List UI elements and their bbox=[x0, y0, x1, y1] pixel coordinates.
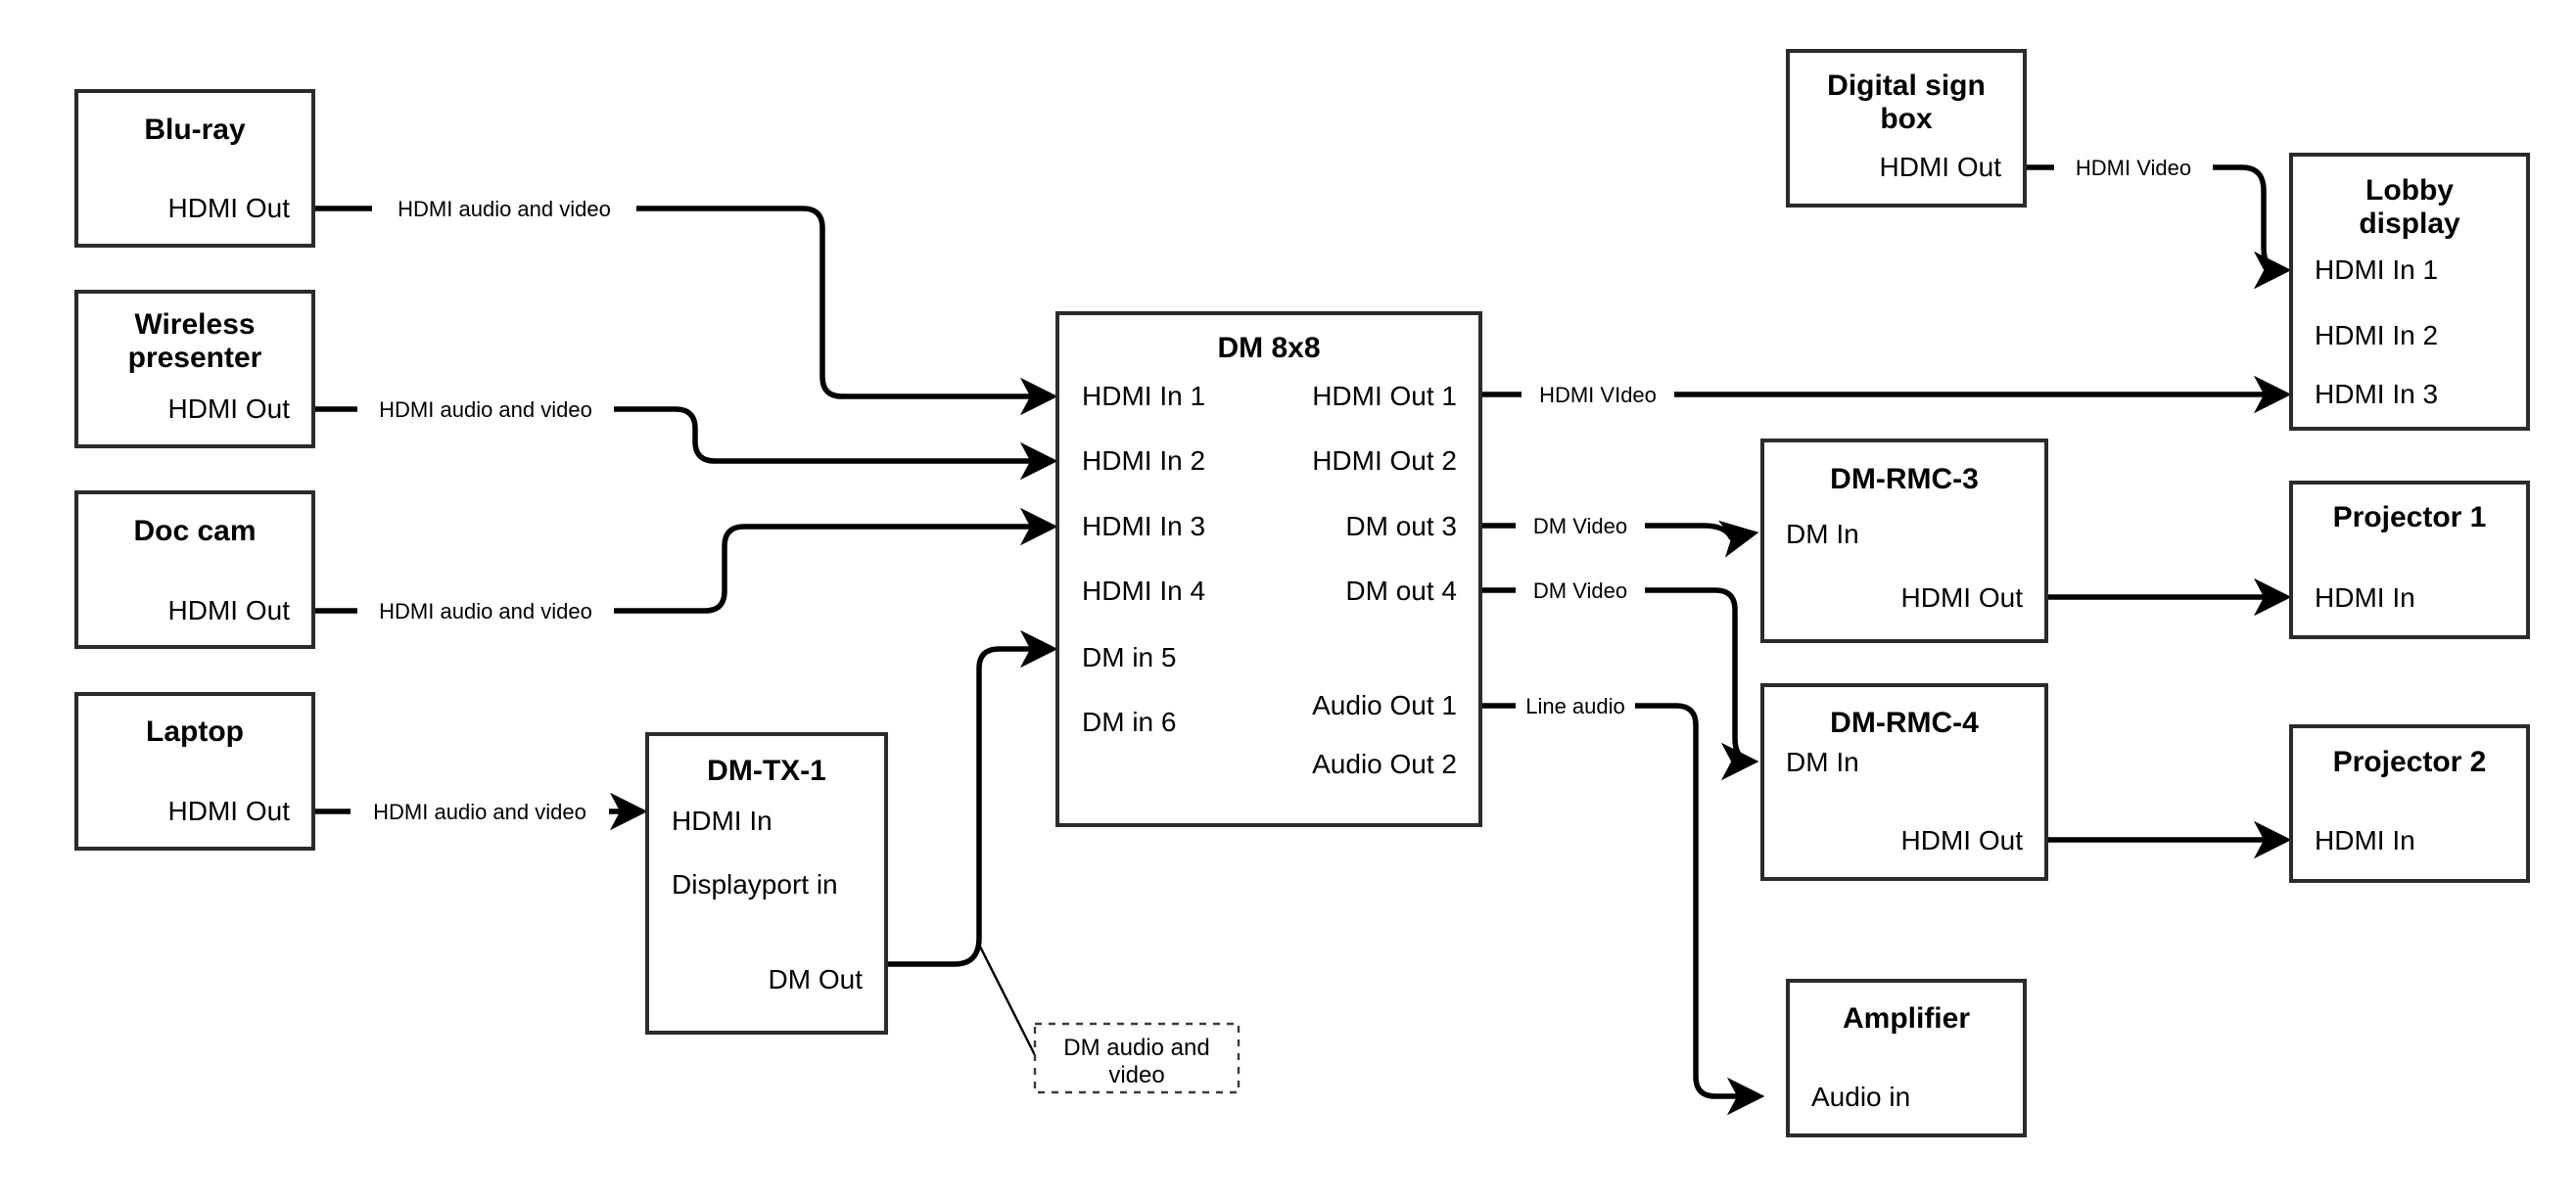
edge-label-bluray: HDMI audio and video bbox=[372, 192, 636, 223]
node-dm-rmc-4[interactable]: DM-RMC-4 DM In HDMI Out bbox=[1760, 683, 2048, 881]
node-dm8x8-output-hdmi-out-2: HDMI Out 2 bbox=[1312, 445, 1457, 476]
edge-sign-to-lobby bbox=[2025, 164, 2285, 270]
node-amplifier[interactable]: Amplifier Audio in bbox=[1786, 979, 2027, 1137]
node-projector-2[interactable]: Projector 2 HDMI In bbox=[2289, 724, 2530, 883]
node-dm8x8-input-dm-in-6: DM in 6 bbox=[1082, 707, 1176, 737]
node-projector2-port-hdmi-in: HDMI In bbox=[2315, 825, 2415, 855]
node-wireless-title-line2: presenter bbox=[128, 342, 262, 374]
node-dm8x8-output-hdmi-out-1: HDMI Out 1 bbox=[1312, 381, 1457, 411]
node-dm8x8-output-audio-out-1: Audio Out 1 bbox=[1312, 690, 1457, 720]
node-amplifier-title: Amplifier bbox=[1843, 1002, 1970, 1035]
node-dmrmc3-title: DM-RMC-3 bbox=[1830, 463, 1979, 495]
node-bluray-title: Blu-ray bbox=[144, 114, 246, 146]
node-projector1-title: Projector 1 bbox=[2333, 501, 2487, 533]
edge-dm8x8-out4-to-dmrmc4 bbox=[1480, 587, 1753, 762]
edge-label-dm-out4-text: DM Video bbox=[1533, 578, 1627, 603]
edge-label-dm-out3: DM Video bbox=[1516, 509, 1645, 540]
callout-line2: video bbox=[1108, 1062, 1164, 1088]
node-digitalsign-port-hdmi-out: HDMI Out bbox=[1880, 152, 2002, 182]
edge-label-wireless-text: HDMI audio and video bbox=[379, 397, 592, 422]
edge-label-dm-out1-text: HDMI VIdeo bbox=[1539, 383, 1657, 407]
node-dm8x8-output-dm-out-3: DM out 3 bbox=[1345, 511, 1457, 541]
node-projector1-port-hdmi-in: HDMI In bbox=[2315, 582, 2415, 613]
node-digitalsign-title-line1: Digital sign bbox=[1827, 69, 1986, 102]
node-dm8x8-title: DM 8x8 bbox=[1217, 332, 1320, 364]
node-lobby-port-hdmi-in-2: HDMI In 2 bbox=[2315, 320, 2438, 350]
callout-leader-line bbox=[977, 944, 1037, 1056]
node-dmrmc3-port-dm-in: DM In bbox=[1786, 519, 1859, 549]
node-projector-1[interactable]: Projector 1 HDMI In bbox=[2289, 481, 2530, 639]
node-dm8x8-output-audio-out-2: Audio Out 2 bbox=[1312, 749, 1457, 779]
node-lobby-port-hdmi-in-3: HDMI In 3 bbox=[2315, 379, 2438, 409]
node-amplifier-port-audio-in: Audio in bbox=[1811, 1082, 1910, 1112]
edge-doccam-to-dm8x8 bbox=[313, 527, 1052, 614]
node-dmtx1-port-displayport-in: Displayport in bbox=[672, 869, 838, 900]
node-bluray[interactable]: Blu-ray HDMI Out bbox=[74, 89, 315, 248]
callout-dm-audio-and-video: DM audio and video bbox=[1033, 1022, 1241, 1094]
node-dmrmc4-port-hdmi-out: HDMI Out bbox=[1901, 825, 2024, 855]
node-doc-cam[interactable]: Doc cam HDMI Out bbox=[74, 490, 315, 649]
edge-label-line-audio: Line audio bbox=[1516, 689, 1635, 720]
node-wireless-title-line1: Wireless bbox=[134, 308, 255, 341]
node-dmrmc4-title: DM-RMC-4 bbox=[1830, 707, 1979, 739]
edge-label-laptop: HDMI audio and video bbox=[351, 795, 609, 826]
edge-label-doccam: HDMI audio and video bbox=[357, 594, 614, 625]
node-dm-8x8[interactable]: DM 8x8 HDMI In 1 HDMI In 2 HDMI In 3 HDM… bbox=[1055, 311, 1482, 827]
node-digital-sign-box[interactable]: Digital sign box HDMI Out bbox=[1786, 49, 2027, 208]
node-dm8x8-input-hdmi-in-4: HDMI In 4 bbox=[1082, 576, 1205, 606]
node-dm8x8-input-hdmi-in-1: HDMI In 1 bbox=[1082, 381, 1205, 411]
edge-label-sign-to-lobby-text: HDMI Video bbox=[2076, 156, 2191, 180]
node-dmtx1-title: DM-TX-1 bbox=[707, 755, 826, 787]
node-laptop-title: Laptop bbox=[146, 716, 244, 748]
node-dm8x8-input-hdmi-in-3: HDMI In 3 bbox=[1082, 511, 1205, 541]
edge-label-dm-out4: DM Video bbox=[1516, 574, 1645, 605]
node-lobby-port-hdmi-in-1: HDMI In 1 bbox=[2315, 254, 2438, 285]
edge-label-line-audio-text: Line audio bbox=[1525, 694, 1625, 718]
node-dm8x8-input-hdmi-in-2: HDMI In 2 bbox=[1082, 445, 1205, 476]
edge-dm8x8-audio-to-amplifier bbox=[1480, 703, 1758, 1096]
edge-label-laptop-text: HDMI audio and video bbox=[373, 800, 586, 824]
node-lobby-title-line2: display bbox=[2359, 208, 2460, 240]
node-dm8x8-output-dm-out-4: DM out 4 bbox=[1345, 576, 1457, 606]
node-dm8x8-input-dm-in-5: DM in 5 bbox=[1082, 642, 1176, 672]
edge-label-sign-to-lobby: HDMI Video bbox=[2054, 151, 2213, 182]
node-dmtx1-port-hdmi-in: HDMI In bbox=[672, 806, 773, 836]
edge-bluray-to-dm8x8 bbox=[313, 206, 1052, 396]
node-lobby-display[interactable]: Lobby display HDMI In 1 HDMI In 2 HDMI I… bbox=[2289, 153, 2530, 431]
node-dmrmc4-port-dm-in: DM In bbox=[1786, 747, 1859, 777]
node-dm-rmc-3[interactable]: DM-RMC-3 DM In HDMI Out bbox=[1760, 439, 2048, 643]
node-laptop[interactable]: Laptop HDMI Out bbox=[74, 692, 315, 851]
node-dm-tx-1[interactable]: DM-TX-1 HDMI In Displayport in DM Out bbox=[645, 732, 888, 1035]
edge-label-doccam-text: HDMI audio and video bbox=[379, 599, 592, 624]
node-bluray-port-hdmi-out: HDMI Out bbox=[168, 193, 291, 223]
callout-line1: DM audio and bbox=[1063, 1035, 1209, 1061]
edge-dm8x8-out3-to-dmrmc3 bbox=[1480, 526, 1753, 537]
node-lobby-title-line1: Lobby bbox=[2365, 174, 2454, 207]
node-dmrmc3-port-hdmi-out: HDMI Out bbox=[1901, 582, 2024, 613]
edge-label-bluray-text: HDMI audio and video bbox=[398, 197, 611, 221]
node-digitalsign-title-line2: box bbox=[1880, 103, 1933, 135]
node-laptop-port-hdmi-out: HDMI Out bbox=[168, 796, 291, 826]
node-projector2-title: Projector 2 bbox=[2333, 746, 2487, 778]
edge-label-dm-out3-text: DM Video bbox=[1533, 514, 1627, 538]
edge-label-wireless: HDMI audio and video bbox=[357, 393, 614, 424]
node-doccam-port-hdmi-out: HDMI Out bbox=[168, 595, 291, 625]
node-dmtx1-port-dm-out: DM Out bbox=[769, 964, 864, 994]
node-wireless-presenter[interactable]: Wireless presenter HDMI Out bbox=[74, 290, 315, 448]
edge-wireless-to-dm8x8 bbox=[313, 406, 1052, 461]
edge-label-dm-out1: HDMI VIdeo bbox=[1522, 378, 1674, 409]
edge-dmtx1-to-dm8x8 bbox=[886, 629, 1058, 967]
node-doccam-title: Doc cam bbox=[133, 515, 256, 547]
node-wireless-port-hdmi-out: HDMI Out bbox=[168, 393, 291, 424]
